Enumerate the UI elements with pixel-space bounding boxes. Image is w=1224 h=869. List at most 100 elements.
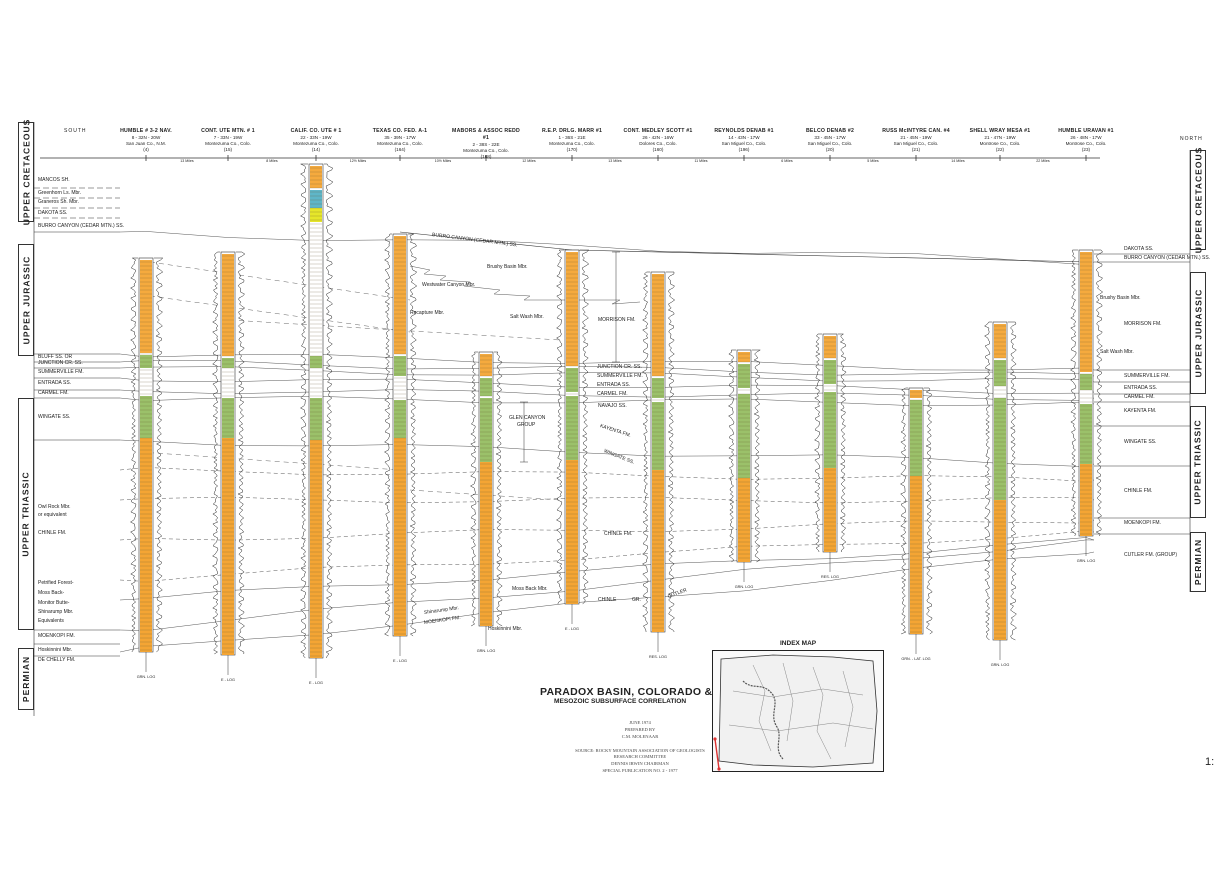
log-type: GRN. - LAT. LOG (901, 657, 930, 661)
well-number: (21) (911, 147, 921, 153)
well-number: (15) (223, 147, 233, 153)
unit-label: JUNCTION CR. SS. (38, 360, 83, 366)
member-marker (139, 451, 401, 471)
log-trace-right (752, 349, 762, 563)
unit-label: Salt Wash Mbr. (510, 314, 544, 320)
well-number: (170) (566, 147, 578, 153)
unit-label: ENTRADA SS. (38, 380, 72, 386)
correlation-line (119, 360, 1095, 377)
correlation-line (119, 537, 1095, 601)
well-log: GRN. LOG (129, 257, 164, 679)
unit-label: CUTLER FM. (GROUP) (1124, 552, 1178, 558)
lithology-fill (738, 394, 750, 478)
well-location: Montezuma Co., Colo. (377, 141, 423, 147)
lithology-fill (222, 358, 234, 368)
lithology-fill (140, 355, 152, 368)
credit-line: JUNE 1974 (629, 720, 651, 725)
well-log: GRN. LOG (727, 349, 762, 589)
lithology-fill (480, 378, 492, 396)
unit-label: CHINLE FM. (38, 530, 67, 536)
lithology-fill (566, 252, 578, 366)
age-label: UPPER CRETACEOUS (21, 118, 31, 226)
age-label: UPPER TRIASSIC (21, 471, 32, 557)
well-location: 21 - 45N - 19W (900, 135, 932, 141)
lithology-fill (910, 390, 922, 398)
age-label: UPPER TRIASSIC (1193, 419, 1204, 505)
unit-label: MORRISON FM. (1124, 321, 1162, 327)
facies-boundary (409, 265, 641, 305)
well-location: Montezuma Co., Colo. (293, 141, 339, 147)
correlation-line (119, 231, 1095, 265)
well-location: 2 - 38S - 22E (472, 142, 500, 148)
well-name: BELCO DENAB #2 (805, 128, 855, 134)
well-location: 26 - 42N - 16W (642, 135, 674, 141)
unit-label: Greenhorn Ls. Mbr. (38, 190, 82, 196)
well-log: GRN. LOG (984, 321, 1017, 667)
unit-label: Petrified Forest- (38, 580, 74, 586)
well-log: RES. LOG (641, 271, 676, 659)
age-label: UPPER JURASSIC (21, 255, 32, 345)
log-type: RES. LOG (821, 575, 839, 579)
well-location: 7 - 33N - 19W (213, 135, 243, 141)
direction-south: SOUTH (64, 128, 87, 134)
well-log: E - LOG (211, 251, 246, 682)
unit-label: or equivalent (38, 512, 67, 518)
correlation-line (119, 539, 1095, 631)
well-number: (4) (143, 147, 149, 153)
unit-label: SUMMERVILLE FM. (38, 369, 84, 375)
age-label: PERMIAN (21, 655, 32, 703)
member-marker (149, 261, 411, 301)
well-location: 14 - 43N - 17W (728, 135, 760, 141)
age-left-3: PERMIAN (18, 648, 34, 710)
unit-label: ENTRADA SS. (1124, 385, 1158, 391)
unit-label: WINGATE SS. (38, 414, 71, 420)
lithology-fill (480, 354, 492, 376)
well-location: San Juan Co., N.M. (125, 141, 167, 147)
credit-line: SPECIAL PUBLICATION NO. 2 - 1977 (602, 768, 678, 774)
distance-label: 12 Miles (522, 159, 536, 163)
lithology-fill (310, 440, 322, 658)
index-map-drawing (713, 654, 878, 771)
unit-label: Recapture Mbr. (410, 310, 445, 316)
index-map-title: INDEX MAP (780, 640, 817, 647)
log-trace-right (580, 249, 590, 605)
unit-label: KAYENTA FM. (1124, 408, 1157, 414)
distance-label: 8 Miles (266, 159, 278, 163)
unit-label: BURRO CANYON (CEDAR MTN.) SS. (38, 223, 125, 229)
log-trace-right (838, 333, 847, 553)
well-location: San Miguel Co., Colo. (807, 141, 853, 147)
unit-label: Salt Wash Mbr. (1100, 349, 1134, 355)
log-trace-right (924, 387, 933, 635)
unit-label: Brushy Basin Mbr. (487, 264, 528, 270)
credit-line (540, 741, 740, 748)
unit-label: BLUFF SS. OR (38, 354, 73, 360)
well-number: (196) (738, 147, 750, 153)
unit-label: Brushy Basin Mbr. (1100, 295, 1141, 301)
lithology-fill (994, 398, 1006, 500)
lithology-fill (140, 438, 152, 652)
log-trace-left (813, 333, 822, 553)
well-location: 26 - 48N - 17W (1070, 135, 1102, 141)
burro-canyon-line (399, 231, 1091, 263)
well-number: (164) (394, 147, 406, 153)
unit-label: JUNCTION CR. SS. (597, 364, 642, 370)
well-name: RUSS McINTYRE CAN. #4 (882, 128, 950, 134)
unit-label: ENTRADA SS. (597, 382, 631, 388)
distance-label: 13 Miles (180, 159, 194, 163)
unit-label: Monitor Butte- (38, 600, 70, 606)
age-right-2: UPPER TRIASSIC (1190, 406, 1206, 518)
direction-north: NORTH (1180, 136, 1203, 142)
unit-label: Hoskinnini Mbr. (488, 626, 523, 632)
age-left-2: UPPER TRIASSIC (18, 398, 34, 630)
well-name: TEXAS CO. FED. A-1 (372, 128, 428, 134)
page-subtitle: MESOZOIC SUBSURFACE CORRELATION (554, 698, 687, 705)
well-location: 35 - 39N - 17W (384, 135, 416, 141)
unit-label: Owl Rock Mbr. (38, 504, 71, 510)
log-trace-left (299, 163, 308, 659)
